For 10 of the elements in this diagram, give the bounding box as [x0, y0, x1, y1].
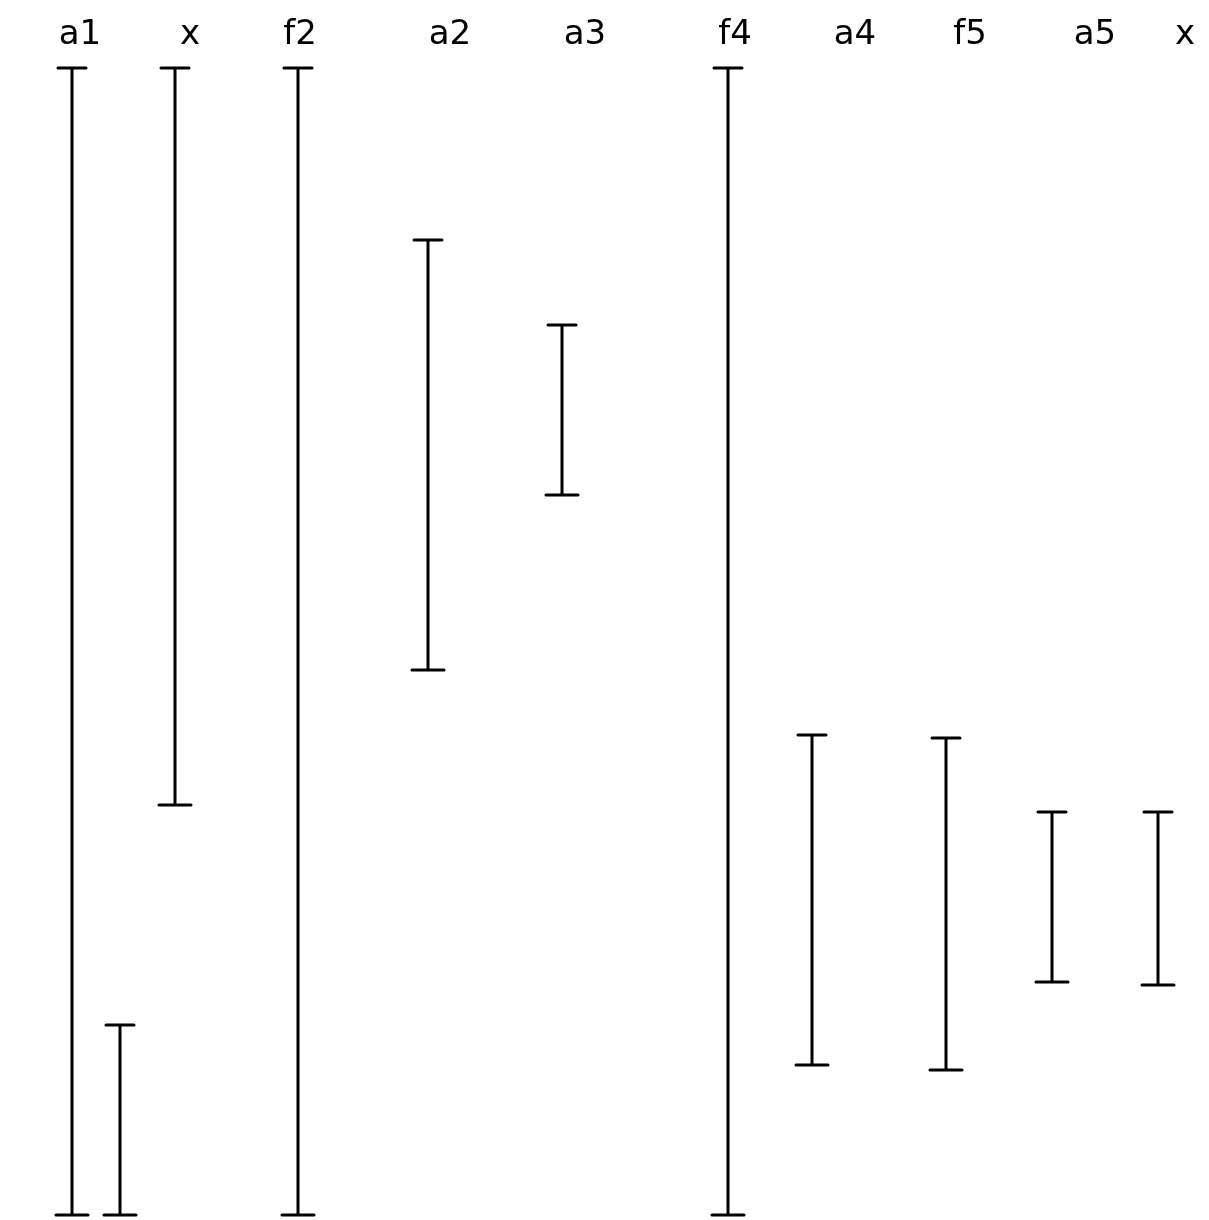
column-label: a4	[833, 12, 877, 52]
column-label: f2	[283, 12, 317, 52]
column-label: a1	[58, 12, 102, 52]
column-label: f4	[718, 12, 752, 52]
column-label: x	[179, 12, 201, 52]
column-label: a5	[1073, 12, 1117, 52]
column-label: f5	[953, 12, 987, 52]
column-label: a2	[428, 12, 472, 52]
column-label: x	[1174, 12, 1196, 52]
column-label: a3	[563, 12, 607, 52]
